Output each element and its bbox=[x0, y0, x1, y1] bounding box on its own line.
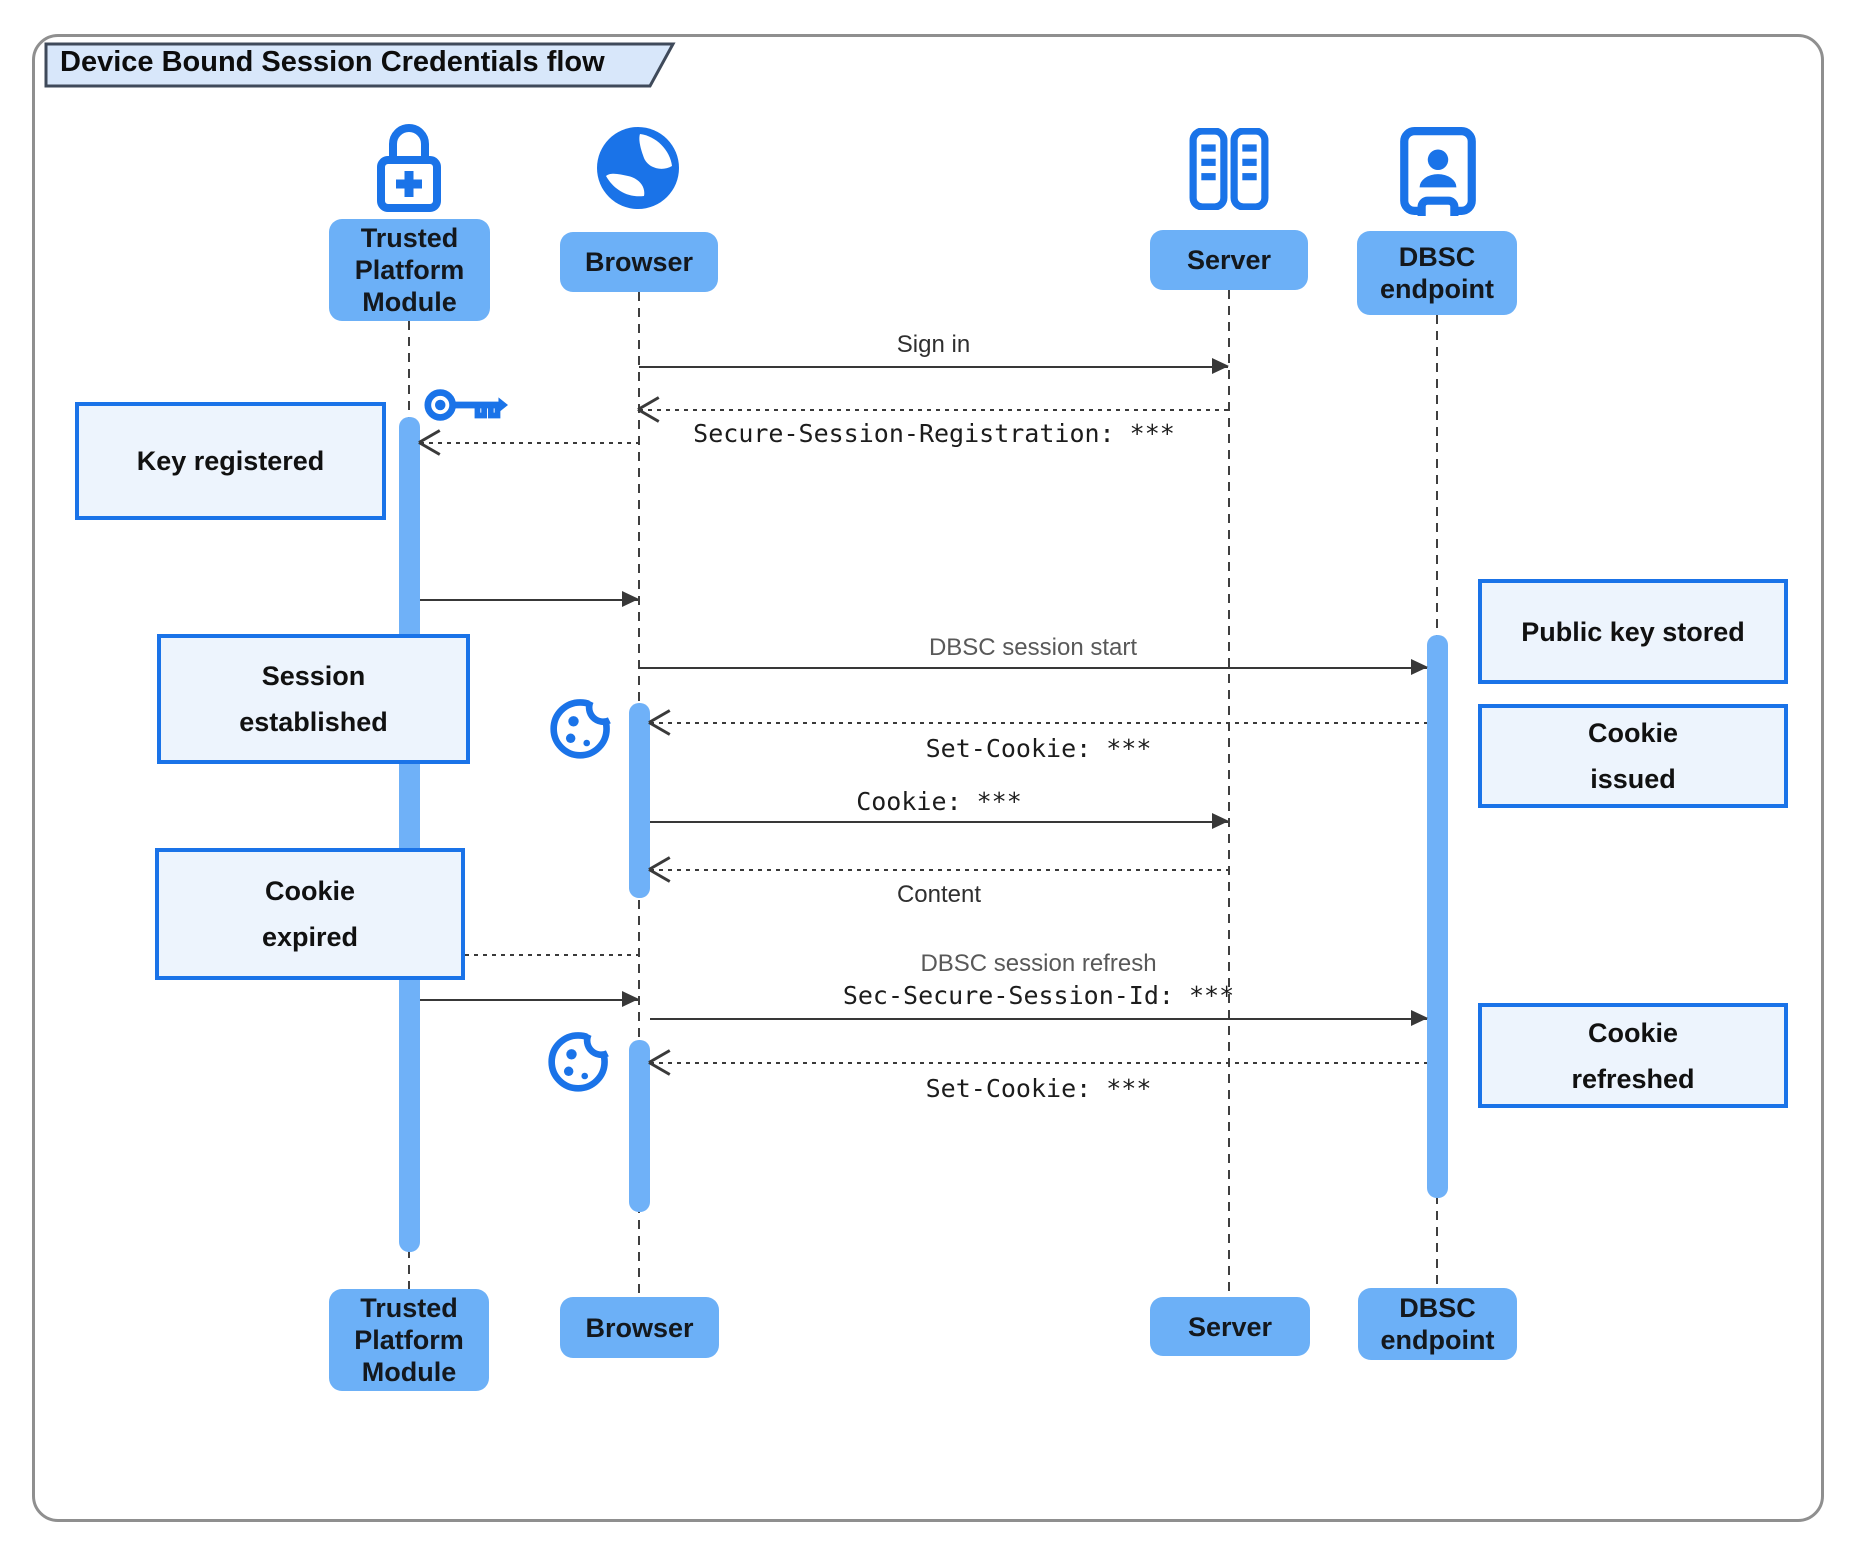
message-set-cookie-1 bbox=[648, 709, 1427, 736]
message-label-secure-session-registration: Secure-Session-Registration: *** bbox=[693, 419, 1175, 448]
message-label-sign-in: Sign in bbox=[896, 331, 971, 358]
note-cookie-issued: Cookie issued bbox=[1478, 704, 1788, 808]
message-sign-in bbox=[639, 358, 1229, 374]
server-lifeline bbox=[1228, 290, 1230, 1297]
message-label-dbsc-session-refresh: DBSC session refresh bbox=[920, 950, 1157, 977]
message-tpm-to-browser bbox=[420, 591, 639, 607]
browser-activation-1 bbox=[629, 703, 650, 898]
participant-tpm-top: Trusted Platform Module bbox=[329, 219, 490, 321]
note-public-key-stored: Public key stored bbox=[1478, 579, 1788, 684]
message-tpm-to-browser-2 bbox=[420, 991, 639, 1007]
diagram-title: Device Bound Session Credentials flow bbox=[60, 46, 605, 78]
cookie-icon bbox=[550, 692, 616, 759]
message-secure-session-registration bbox=[637, 396, 1229, 423]
message-content bbox=[648, 856, 1228, 883]
note-key-registered: Key registered bbox=[75, 402, 386, 520]
arrowhead-icon bbox=[622, 991, 639, 1007]
door-user-icon bbox=[1400, 127, 1476, 216]
browser-activation-2 bbox=[629, 1040, 650, 1212]
lock-plus-icon bbox=[377, 124, 441, 212]
dbsc-activation bbox=[1427, 635, 1448, 1198]
message-label-cookie: Cookie: *** bbox=[856, 787, 1022, 816]
message-set-cookie-2 bbox=[648, 1049, 1427, 1076]
note-session-established: Session established bbox=[157, 634, 470, 764]
participant-server-top: Server bbox=[1150, 230, 1308, 290]
cookie-icon bbox=[548, 1025, 614, 1092]
arrowhead-icon bbox=[1411, 659, 1428, 675]
note-cookie-refreshed: Cookie refreshed bbox=[1478, 1003, 1788, 1108]
participant-tpm-bottom: Trusted Platform Module bbox=[329, 1289, 489, 1391]
message-label-sec-secure-session-id: Sec-Secure-Session-Id: *** bbox=[842, 981, 1235, 1010]
tpm-activation bbox=[399, 417, 420, 1252]
message-cookie bbox=[650, 813, 1229, 829]
message-dbsc-session-refresh bbox=[650, 1010, 1428, 1026]
message-label-dbsc-session-start: DBSC session start bbox=[928, 634, 1138, 661]
server-racks-icon bbox=[1189, 128, 1269, 210]
message-label-set-cookie-2: Set-Cookie: *** bbox=[925, 1074, 1152, 1103]
message-browser-to-tpm-2 bbox=[418, 941, 639, 968]
participant-dbsc-bottom: DBSC endpoint bbox=[1358, 1288, 1517, 1360]
arrowhead-icon bbox=[1212, 813, 1229, 829]
arrowhead-icon bbox=[622, 591, 639, 607]
participant-server-bottom: Server bbox=[1150, 1297, 1310, 1356]
note-cookie-expired: Cookie expired bbox=[155, 848, 465, 980]
arrowhead-icon bbox=[1411, 1010, 1428, 1026]
arrowhead-icon bbox=[1212, 358, 1229, 374]
participant-dbsc-top: DBSC endpoint bbox=[1357, 231, 1517, 315]
message-label-content: Content bbox=[896, 881, 982, 908]
participant-browser-bottom: Browser bbox=[560, 1297, 719, 1358]
message-dbsc-session-start bbox=[639, 659, 1428, 675]
key-icon bbox=[424, 389, 508, 421]
globe-icon bbox=[597, 127, 679, 209]
participant-browser-top: Browser bbox=[560, 232, 718, 292]
message-label-set-cookie-1: Set-Cookie: *** bbox=[925, 734, 1152, 763]
message-browser-to-tpm bbox=[418, 429, 639, 456]
title-tab bbox=[44, 42, 676, 88]
